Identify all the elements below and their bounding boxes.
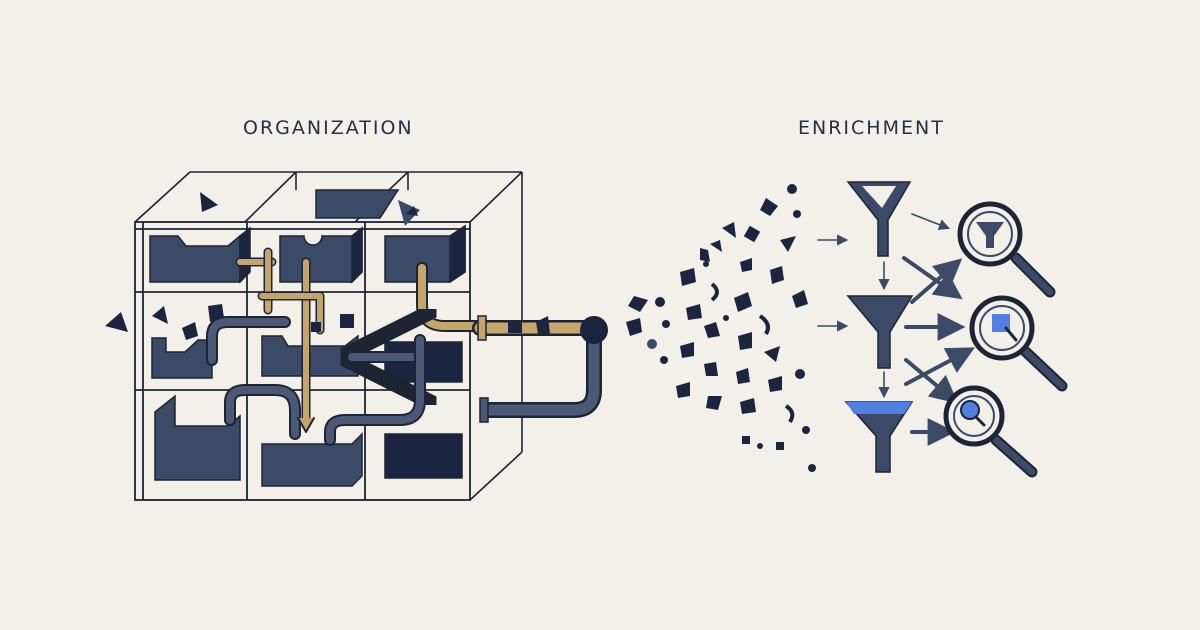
organization-label: ORGANIZATION xyxy=(243,117,414,139)
connector-pipe xyxy=(472,315,608,423)
triangle-icon xyxy=(182,322,198,340)
folder-icon xyxy=(315,189,400,219)
particle-cloud xyxy=(626,184,816,472)
organization-cabinet xyxy=(105,171,523,501)
magnifier-icon xyxy=(957,201,1056,298)
folder-icon xyxy=(151,337,213,379)
triangle-icon xyxy=(200,192,218,212)
funnel-icon xyxy=(846,295,914,369)
folder-icon xyxy=(279,226,363,284)
triangle-icon xyxy=(406,206,418,216)
enrichment-label: ENRICHMENT xyxy=(798,117,945,139)
magnifier-icon xyxy=(943,385,1038,478)
triangle-icon xyxy=(105,312,128,332)
magnifier-icon xyxy=(969,295,1068,392)
enrichment-flow xyxy=(817,181,1068,478)
square-icon xyxy=(311,322,321,332)
folder-icon xyxy=(384,433,463,479)
folder-icon xyxy=(149,226,251,284)
square-icon xyxy=(340,314,354,328)
triangle-icon xyxy=(152,306,168,324)
arrow-icon xyxy=(904,358,959,404)
folder-icon xyxy=(261,432,363,487)
funnel-icon xyxy=(844,401,914,473)
arrow-icon xyxy=(902,256,963,300)
triangle-icon xyxy=(208,304,224,322)
funnel-icon xyxy=(846,181,912,257)
arrow-icon xyxy=(910,258,963,304)
pipe-icon xyxy=(206,247,488,446)
folder-icon xyxy=(384,224,466,284)
arrow-icon xyxy=(911,213,951,230)
arrow-icon xyxy=(904,347,975,386)
